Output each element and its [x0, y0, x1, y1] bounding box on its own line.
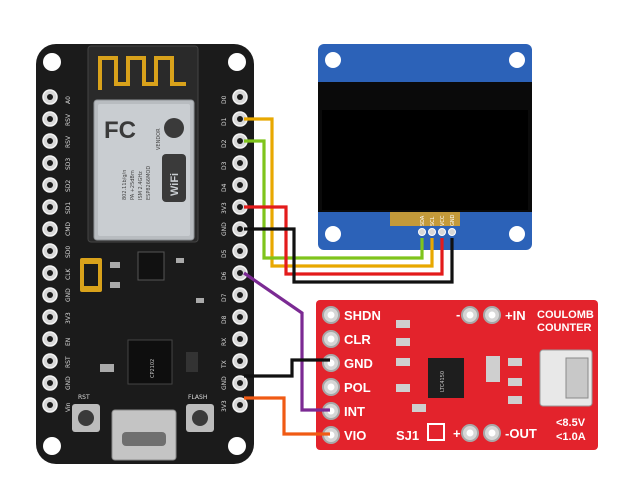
wire-gnd-coulomb — [244, 358, 330, 378]
oled-pin-label: GND — [450, 214, 456, 226]
pin-right-label: 3V3 — [221, 202, 228, 214]
wire-3v3-vio — [244, 396, 330, 436]
pin-right-label: D8 — [221, 315, 228, 324]
pin-left-label: RSV — [65, 135, 72, 148]
wire-3v3-vcc — [244, 205, 444, 276]
oled-ribbon — [390, 212, 460, 226]
chip-label: LTC4150 — [440, 371, 446, 392]
wire-d2-sda — [244, 139, 424, 260]
pin-right-label: GND — [221, 222, 228, 236]
ai-thinker-logo — [164, 118, 184, 138]
in-label: +IN — [505, 308, 526, 323]
oled-pin-header: GND VCC SCL SDA — [418, 214, 456, 236]
nodemcu-board: A0RSVRSVSD3SD2SD1CMDSD0CLKGND3V3ENRSTGND… — [36, 44, 254, 464]
sj1-label: SJ1 — [396, 428, 419, 443]
mount-hole — [43, 437, 61, 455]
oled-pin-scl[interactable] — [428, 228, 436, 236]
spec-voltage: <8.5V — [556, 417, 586, 429]
out-label: -OUT — [505, 426, 537, 441]
pin-left-label: EN — [65, 338, 72, 346]
out-plus-label: + — [453, 426, 461, 441]
flash-button-cap[interactable] — [192, 410, 208, 426]
oled-display: GND VCC SCL SDA — [318, 44, 532, 250]
oled-pin-label: SCL — [430, 216, 436, 226]
spec-current: <1.0A — [556, 431, 586, 443]
pin-right-label: D4 — [221, 183, 228, 192]
pin-right-label: D1 — [221, 117, 228, 126]
oled-pin-vcc[interactable] — [438, 228, 446, 236]
pin-left-label: RSV — [65, 113, 72, 126]
pin-left-label: RST — [65, 356, 72, 368]
pin-right-label: GND — [221, 376, 228, 390]
oled-mount-hole — [325, 52, 341, 68]
title-line1: COULOMB — [537, 309, 594, 321]
pin-left-label: CMD — [65, 222, 72, 236]
shunt-resistor — [486, 356, 500, 382]
module-pa: PA +25dBm — [130, 170, 136, 200]
pin-left-label: GND — [65, 288, 72, 302]
oled-pin-sda[interactable] — [418, 228, 426, 236]
wire-d1-scl — [244, 117, 434, 268]
oled-mount-hole — [325, 226, 341, 242]
module-std: 802.11b/g/n — [122, 170, 128, 200]
usb-chip-label: CP2102 — [150, 359, 156, 378]
wires — [243, 117, 454, 436]
ltc4150-chip — [428, 358, 464, 398]
pin-left-label: SD3 — [65, 158, 72, 170]
pin-right-label: D7 — [221, 293, 228, 302]
rst-label: RST — [78, 394, 90, 401]
coulomb-counter-board: SHDN CLR GND POL INT VIO - +IN + -OUT COULOMB… — [316, 300, 598, 450]
rst-button-cap[interactable] — [78, 410, 94, 426]
flash-label: FLASH — [188, 394, 207, 401]
oled-pin-label: VCC — [440, 215, 446, 226]
mount-hole — [228, 53, 246, 71]
pin-left-label: GND — [65, 376, 72, 390]
coulomb-pin-label: SHDN — [344, 308, 381, 323]
coulomb-pin-label: POL — [344, 380, 371, 395]
wifi-mark: WiFi — [169, 173, 181, 196]
coulomb-pin-label: GND — [344, 356, 373, 371]
antenna-trace — [98, 56, 186, 90]
pin-right-label: D3 — [221, 161, 228, 170]
title-line2: COUNTER — [537, 322, 591, 334]
module-model: ESP8266MOD — [146, 166, 152, 200]
pin-left-label: Vin — [65, 402, 72, 412]
usb-uart-chip — [127, 339, 173, 385]
mount-hole — [228, 437, 246, 455]
wifi-logo-box — [162, 154, 186, 202]
module-freq: ISM 2.4GHz — [138, 171, 144, 200]
pin-left-label: A0 — [65, 96, 72, 104]
pin-left-label: SD2 — [65, 180, 72, 192]
mount-hole — [43, 53, 61, 71]
oled-mount-hole — [509, 52, 525, 68]
coulomb-pin-label: VIO — [344, 428, 366, 443]
coulomb-pin-label: CLR — [344, 332, 371, 347]
voltage-regulator — [137, 251, 165, 281]
pin-right-label: D2 — [221, 139, 228, 148]
pin-right-label: D5 — [221, 249, 228, 258]
pin-left-label: 3V3 — [65, 312, 72, 324]
oled-mount-hole — [509, 226, 525, 242]
wire-gnd-oled — [244, 227, 454, 284]
oled-pin-label: SDA — [420, 215, 426, 226]
esp-module: FC WiFi ESP8266MOD ISM 2.4GHz PA +25dBm … — [87, 45, 199, 243]
pin-left-label: SD1 — [65, 202, 72, 214]
module-vendor: VENDOR — [156, 128, 162, 150]
pin-right-label: D0 — [221, 95, 228, 104]
sj1-jumper[interactable] — [427, 423, 445, 441]
oled-pin-gnd[interactable] — [448, 228, 456, 236]
coulomb-pin-label: INT — [344, 404, 365, 419]
pin-right-label: 3V3 — [221, 400, 228, 412]
fcc-mark: FC — [104, 117, 136, 144]
pin-right-label: D6 — [221, 271, 228, 280]
pin-left-label: SD0 — [65, 246, 72, 258]
oled-screen — [322, 110, 528, 210]
pin-right-label: RX — [221, 338, 228, 346]
pin-right-label: TX — [221, 360, 228, 369]
pin-left-label: CLK — [65, 267, 72, 280]
in-minus-label: - — [456, 307, 460, 322]
